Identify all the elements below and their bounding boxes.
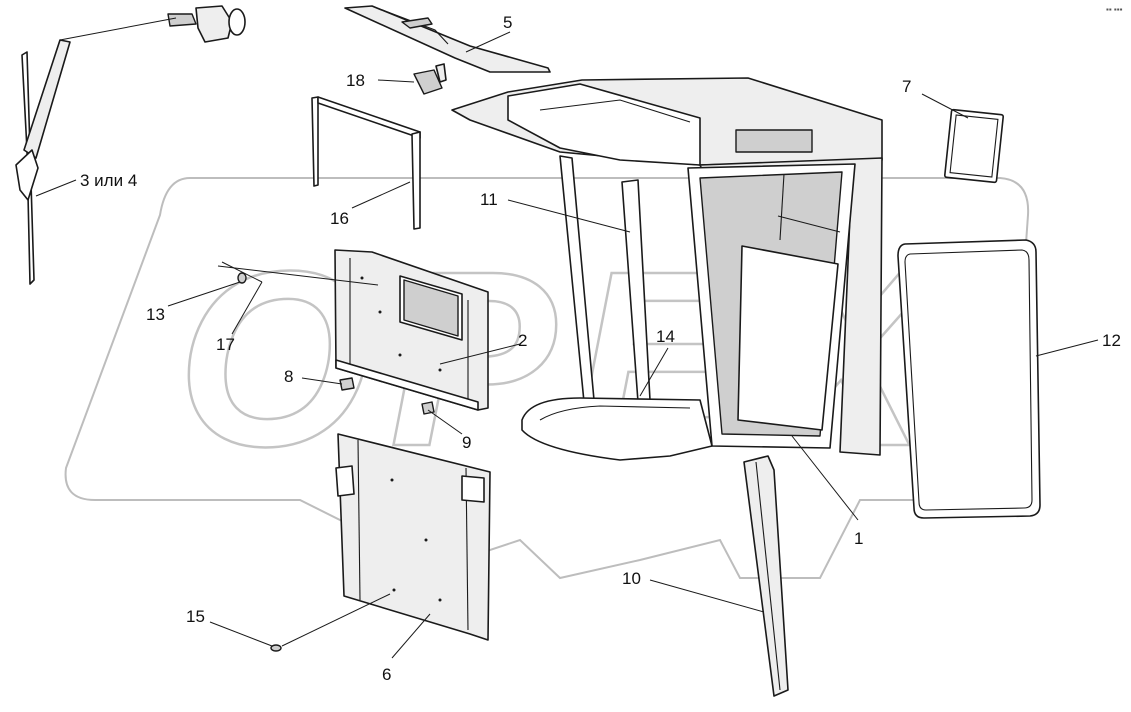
label-part-8: 8 [284,367,293,386]
screw-8 [339,377,355,391]
label-part-6: 6 [382,665,391,684]
wiper-joint [15,149,39,201]
u-frame-body [311,96,319,187]
wiper-arm [23,39,71,159]
label-part-14: 14 [656,327,675,346]
screw-9 [421,401,435,415]
connector-block [413,63,447,95]
watermark: OPEX [64,177,1030,580]
large-glass-seal [897,239,1041,519]
label-part-9: 9 [462,433,471,452]
label-part-17: 17 [216,335,235,354]
label-part-7: 7 [902,77,911,96]
large-glass-outer [897,239,1041,519]
label-part-10: 10 [622,569,641,588]
rear-panel-lower-body [337,433,491,641]
label-part-15: 15 [186,607,205,626]
label-part-18: 18 [346,71,365,90]
door-strip [743,455,789,697]
connector-body [413,69,443,95]
wiper-assembly [15,5,246,285]
label-part-11: 11 [480,190,498,209]
label-part-1: 1 [854,529,863,548]
label-part-13: 13 [146,305,165,324]
part-labels: 3 или 4 5 18 7 16 11 2 13 17 8 9 14 12 1… [80,13,1121,684]
fastener-13-17 [217,261,379,286]
wiper-motor-cap [228,8,246,36]
watermark-outline [64,177,1030,580]
rear-panel-lower [335,433,491,641]
roof-strip-body [344,5,551,73]
leader-lines [35,31,1099,659]
corner-mark: ▪▪ ▪▪▪ [1106,5,1123,14]
wiper-motor [195,5,233,43]
small-glass [943,108,1005,184]
nut-13 [237,272,247,284]
rear-panel-upper [334,249,489,411]
u-frame [311,96,421,230]
label-part-3-4: 3 или 4 [80,171,137,190]
screw-15 [270,644,282,652]
wiper-motor-shaft [167,13,197,27]
label-part-5: 5 [503,13,512,32]
label-part-12: 12 [1102,331,1121,350]
cab-frame [451,77,883,461]
cab-floor [521,397,713,461]
label-part-2: 2 [518,331,527,350]
roof-strip [344,5,551,73]
label-part-16: 16 [330,209,349,228]
